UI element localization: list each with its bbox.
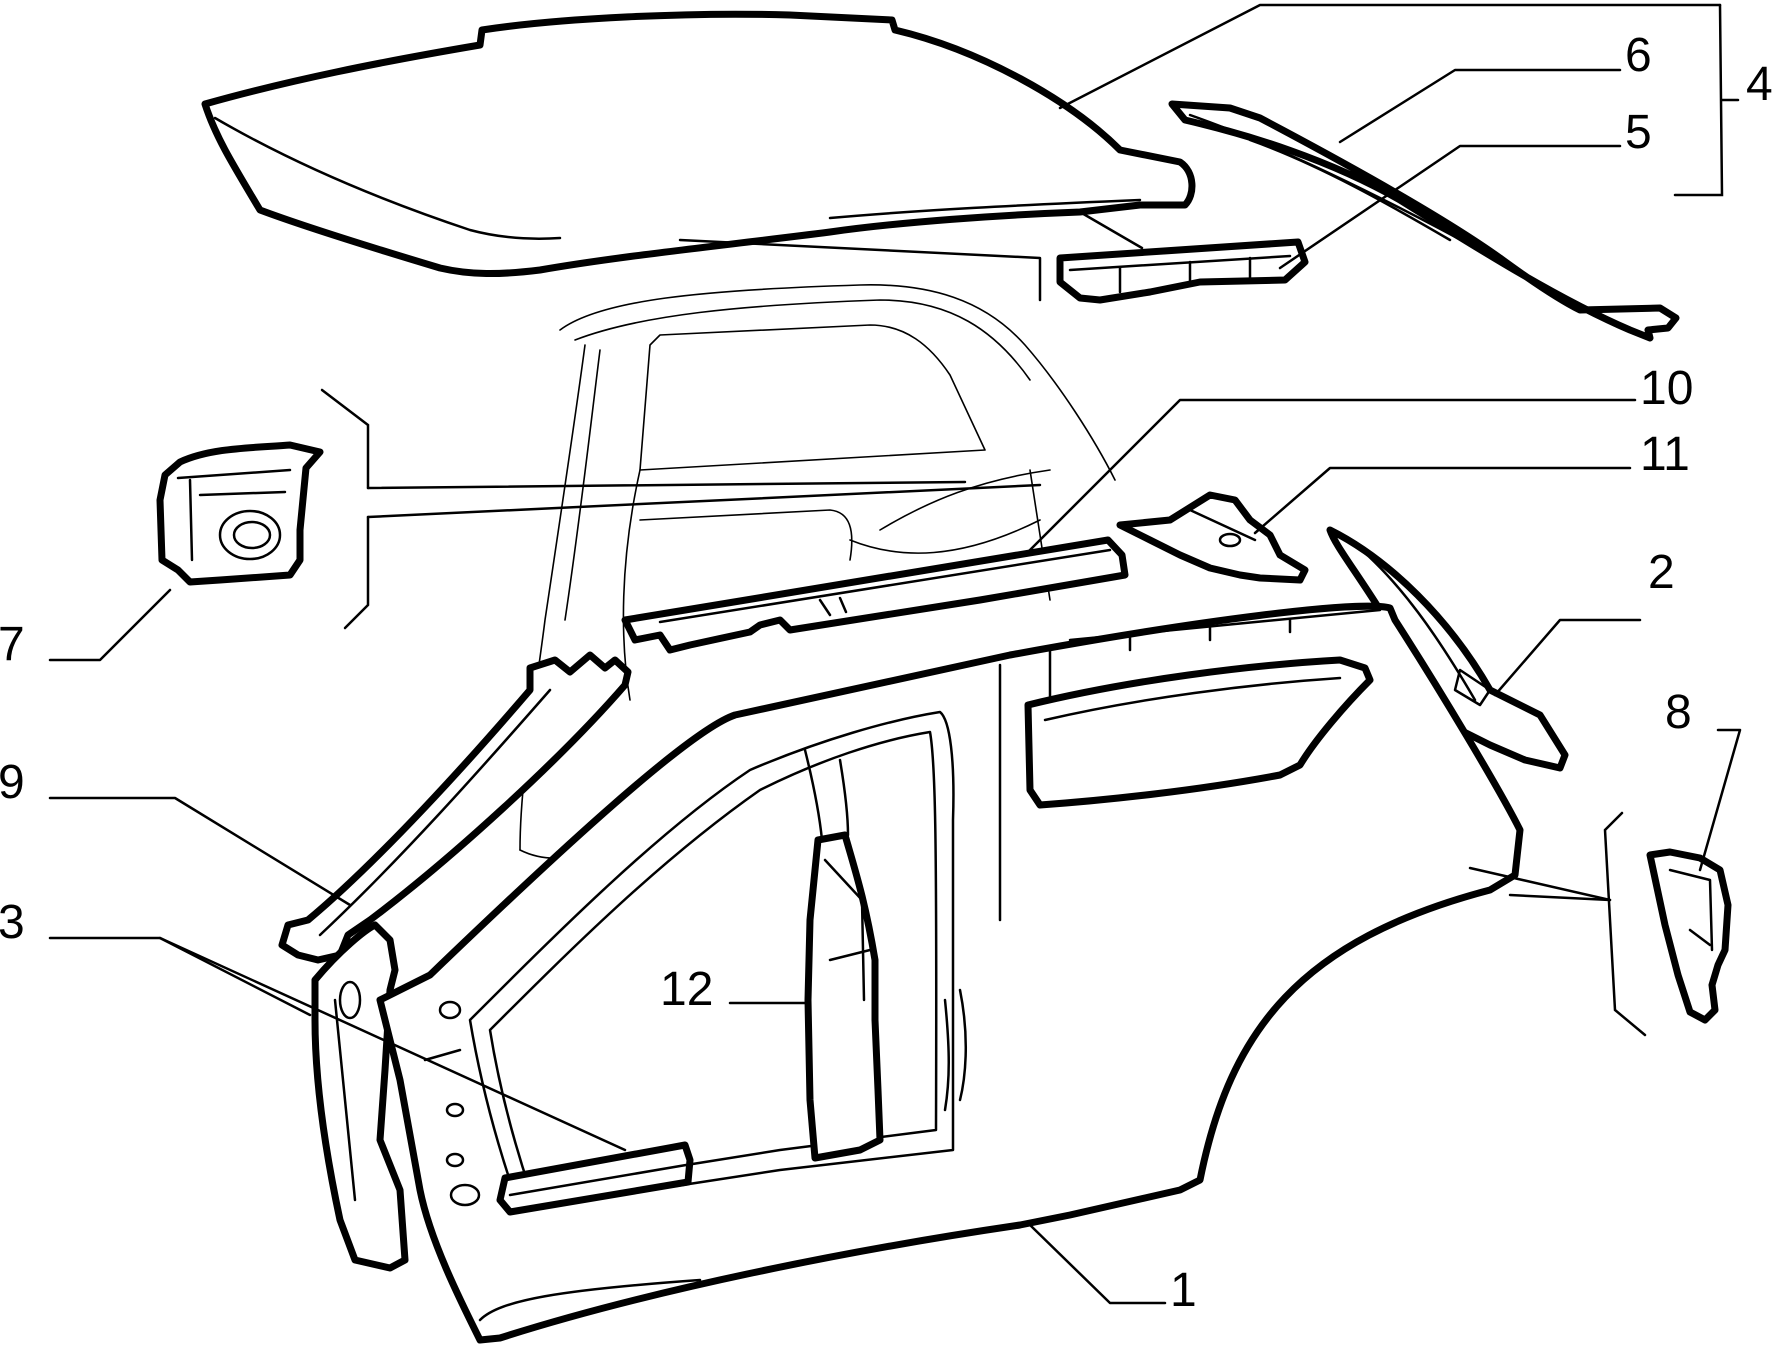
callout-8: 8 <box>1665 686 1692 739</box>
callout-12: 12 <box>660 963 713 1016</box>
bracket-7b <box>343 515 370 630</box>
leader-3 <box>48 936 312 1017</box>
leader-11 <box>1253 466 1632 535</box>
leader-7c <box>366 483 1042 519</box>
leader-10 <box>1023 398 1637 557</box>
callout-10: 10 <box>1640 362 1693 415</box>
leader-8-quarter-b <box>1508 893 1612 902</box>
leader-7 <box>48 588 172 662</box>
callout-11: 11 <box>1640 428 1690 481</box>
leader-4-crossmember <box>1078 210 1144 250</box>
rear-lamp-bracket <box>1646 848 1732 1024</box>
callout-2: 2 <box>1648 546 1675 599</box>
callout-6: 6 <box>1625 29 1652 82</box>
callout-4: 4 <box>1746 58 1773 111</box>
callout-3: 3 <box>0 896 25 949</box>
door-sill-strip <box>496 1141 694 1216</box>
leader-6 <box>1338 68 1622 144</box>
roof-side-rail <box>1168 100 1680 342</box>
callout-9: 9 <box>0 756 25 809</box>
leader-1 <box>1028 1223 1167 1305</box>
filler-housing-bracket <box>156 441 324 586</box>
brackets <box>320 3 1740 1037</box>
roof-rear-crossmember <box>1056 238 1309 304</box>
leader-4 <box>1058 3 1722 110</box>
bracket-4 <box>1673 3 1724 197</box>
corner-reinforcement <box>1116 491 1309 584</box>
leader-8-quarter <box>1468 866 1612 902</box>
leader-8 <box>1698 728 1742 872</box>
callout-labels: 1 2 3 4 5 6 7 8 9 10 11 12 <box>0 29 1773 1317</box>
callout-1: 1 <box>1170 1264 1197 1317</box>
roof-lateral-rail <box>621 536 1129 654</box>
leader-2 <box>1493 618 1642 697</box>
leader-5 <box>1278 144 1622 270</box>
roof-panel <box>201 10 1196 278</box>
leader-4-roof-under <box>678 238 1042 302</box>
leader-9 <box>48 796 352 907</box>
bracket-8 <box>1603 811 1647 1037</box>
rear-pillar-inner <box>1326 526 1569 772</box>
b-pillar-inner <box>803 748 884 1162</box>
leader-lines <box>48 3 1742 1305</box>
a-pillar-reinforcement <box>278 651 632 964</box>
leader-3b <box>158 936 627 1152</box>
ghost-body-shell <box>519 284 1116 860</box>
a-pillar-lower <box>311 921 409 1272</box>
bracket-7 <box>320 388 370 490</box>
leader-7b <box>366 480 967 490</box>
callout-5: 5 <box>1625 106 1652 159</box>
callout-7: 7 <box>0 618 25 671</box>
